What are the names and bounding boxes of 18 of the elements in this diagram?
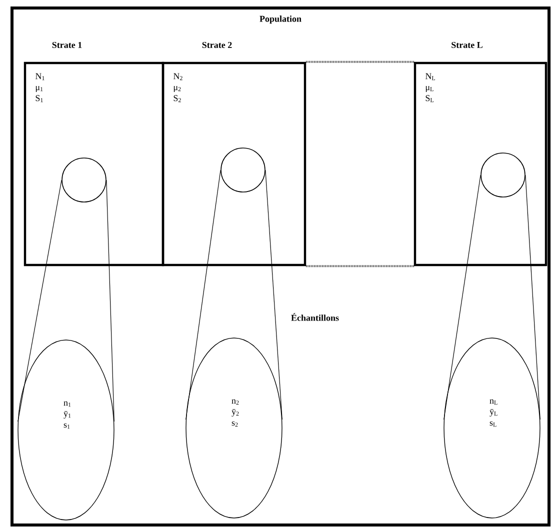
connector-line xyxy=(18,180,62,422)
stratum-box: Strate L N$_{L}$ μ$_{L}$ S$_{L}$ xyxy=(414,42,548,266)
node-label: Strate 1 xyxy=(52,42,82,48)
stratum-box: Strate 1 N$_{1}$ μ$_{1}$ S$_{1}$ xyxy=(24,42,164,266)
connector-line xyxy=(186,170,221,420)
connector-line xyxy=(444,174,481,420)
sample-circle xyxy=(220,148,266,192)
label: Échantillons xyxy=(291,313,339,321)
sample-circle xyxy=(480,152,526,198)
ellipsis-line xyxy=(306,60,414,63)
connector-line xyxy=(525,174,540,420)
connector-line xyxy=(265,170,282,420)
node-label: Strate L xyxy=(452,42,482,48)
stratum-box: Strate 2 N$_{2}$ μ$_{2}$ S$_{2}$ xyxy=(162,42,306,266)
connector-line xyxy=(106,180,114,422)
sample-circle xyxy=(62,158,106,202)
node-label: Strate 2 xyxy=(202,42,232,48)
ellipsis-line xyxy=(306,265,414,268)
